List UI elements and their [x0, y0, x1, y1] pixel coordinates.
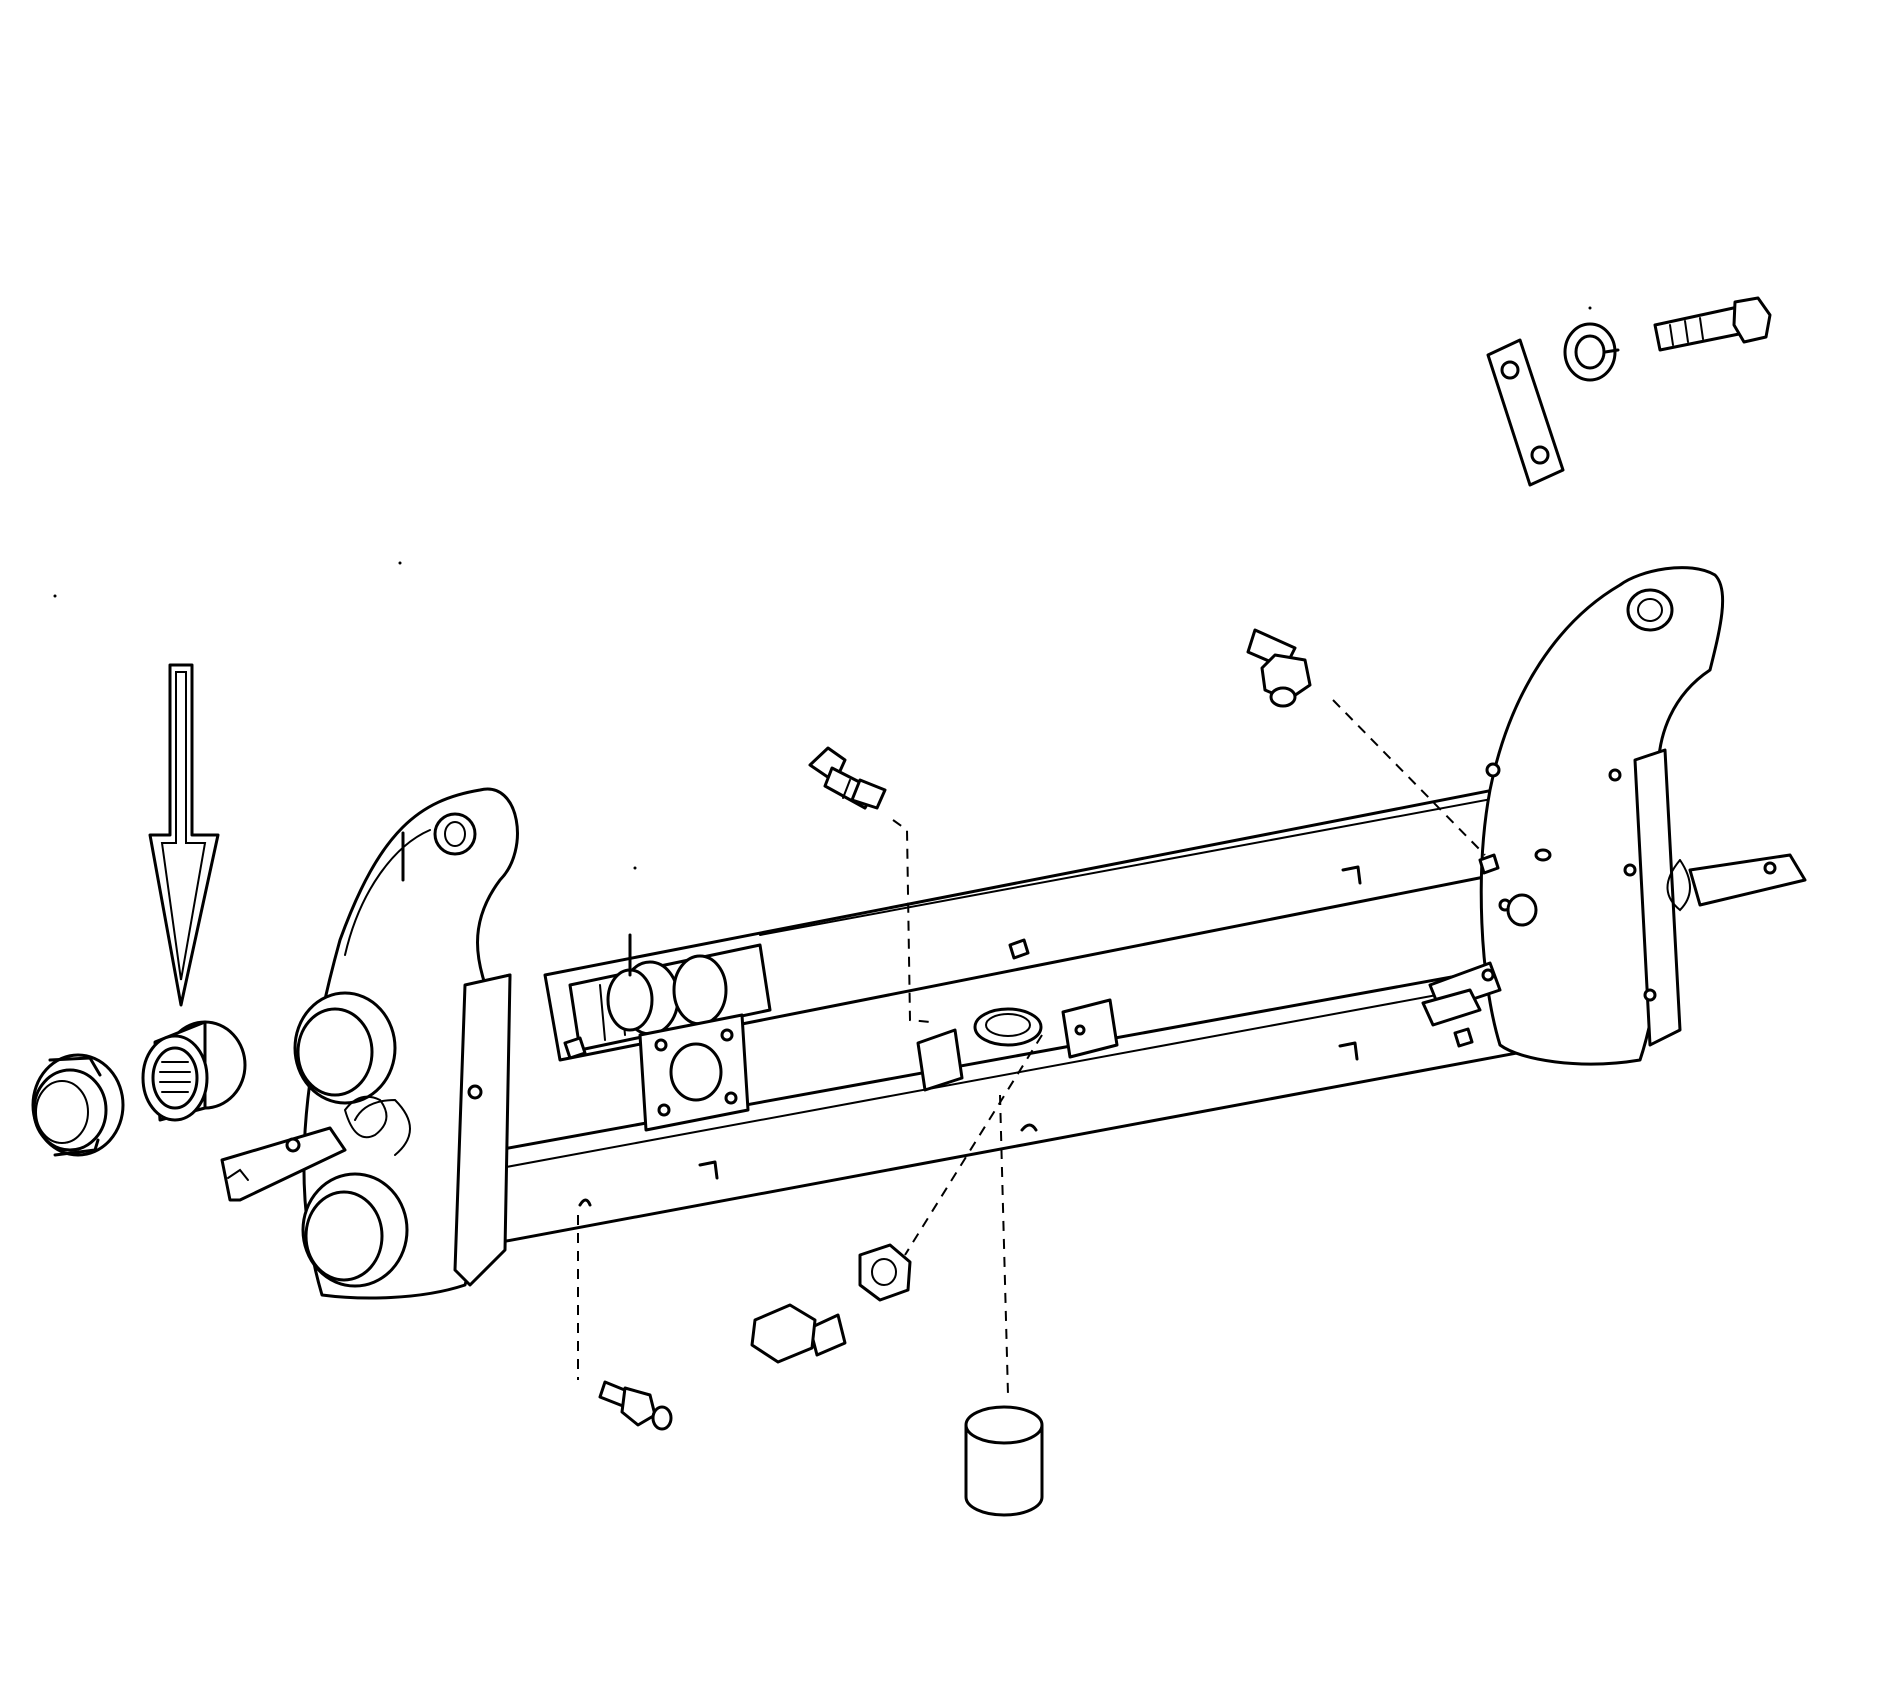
- right-steering-arm: [1666, 853, 1807, 912]
- needle-bearing: [141, 1020, 247, 1122]
- tube-grease-fittings: [563, 853, 1500, 1060]
- center-clamp: [916, 998, 1119, 1092]
- left-upper-boss: [293, 991, 397, 1105]
- tube-slot-marks: [578, 865, 1362, 1207]
- hex-bolt-lower: [750, 1303, 847, 1364]
- pointer-arrow: [148, 663, 220, 1007]
- left-side-plate: [302, 787, 519, 1300]
- bushing: [964, 1405, 1044, 1517]
- left-lower-boss: [301, 1172, 409, 1288]
- scan-specks: [53, 306, 1592, 870]
- clevis-fork: [1421, 961, 1502, 1027]
- stop-plate: [1486, 338, 1565, 487]
- grease-fitting: [1246, 628, 1312, 708]
- grease-fitting-lower: [598, 1380, 673, 1431]
- hex-bolt: [1653, 296, 1772, 352]
- hex-nut: [858, 1243, 912, 1302]
- right-side-plate: [1479, 566, 1725, 1066]
- bearing-seal: [31, 1053, 125, 1157]
- lock-washer: [1563, 322, 1620, 382]
- left-steering-arm: [220, 1095, 411, 1202]
- assembly-lines: [577, 699, 1486, 1396]
- spacer-bolt: [808, 746, 887, 810]
- mounting-bracket: [638, 1013, 750, 1132]
